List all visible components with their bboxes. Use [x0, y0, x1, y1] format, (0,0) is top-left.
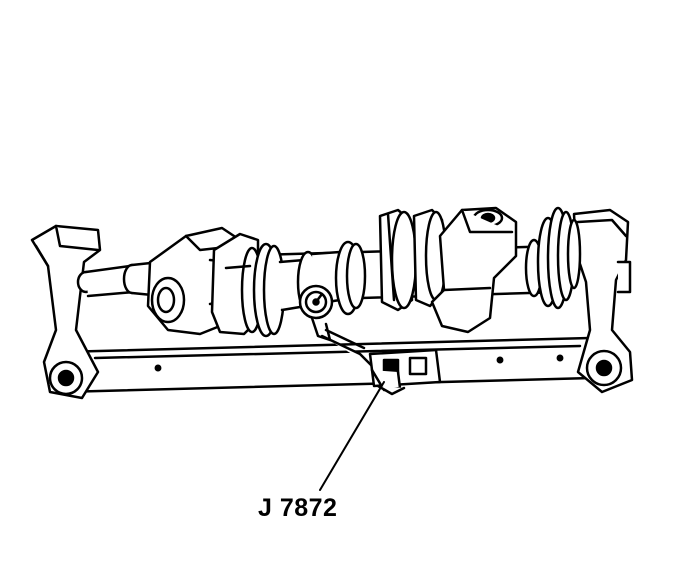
left-support-stand: [30, 224, 102, 400]
crank-throw-rear-a: [378, 208, 418, 312]
rod-journal-discs: [252, 240, 367, 338]
dial-indicator-gauge: [298, 284, 374, 368]
rear-flange-discs: [524, 206, 582, 310]
crank-throw-rear-c: [430, 206, 518, 334]
fixture-base-rail: [58, 336, 594, 394]
callout-leader-line: [319, 381, 385, 491]
crank-throw-rear-b: [412, 208, 448, 308]
callout-label: J 7872: [258, 494, 338, 522]
indicator-clamp-block: [368, 348, 442, 396]
right-support-stand: [572, 208, 634, 394]
